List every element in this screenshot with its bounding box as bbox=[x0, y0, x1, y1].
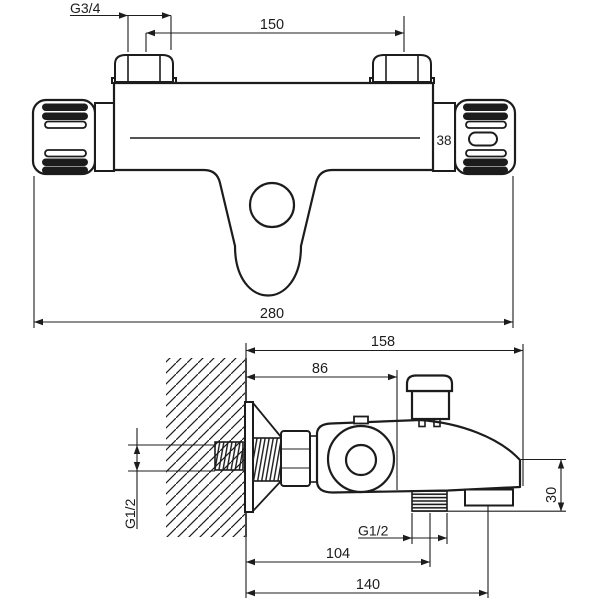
arrow bbox=[395, 29, 404, 37]
hex-nut-outline bbox=[280, 430, 311, 487]
right-knob-grip-6 bbox=[463, 166, 508, 174]
left-nut-body bbox=[114, 54, 174, 83]
escutcheon-cone-top bbox=[252, 402, 282, 438]
arrow bbox=[438, 534, 447, 542]
arrow bbox=[133, 462, 141, 471]
diverter-cap bbox=[405, 374, 454, 393]
arrow bbox=[133, 445, 141, 454]
diverter-knob bbox=[405, 374, 454, 428]
right-knob bbox=[453, 98, 517, 176]
right-knob-grip-4 bbox=[465, 149, 507, 158]
left-knob-grip-4 bbox=[44, 149, 87, 158]
right-knob-grip-1 bbox=[463, 103, 508, 111]
right-knob-grip-3 bbox=[465, 120, 507, 129]
dim-knob-center-depth: 86 bbox=[246, 361, 398, 490]
dim-body-diameter-label: 38 bbox=[436, 133, 451, 148]
diverter-stem bbox=[410, 389, 451, 421]
arrow bbox=[504, 318, 513, 326]
arrow bbox=[246, 373, 255, 381]
left-knob bbox=[31, 98, 97, 176]
arrow bbox=[146, 29, 155, 37]
left-knob-grip-3 bbox=[44, 120, 87, 129]
dim-spout-height-label: 30 bbox=[544, 487, 560, 503]
arrow bbox=[246, 589, 255, 597]
left-knob-grip-5 bbox=[42, 158, 88, 166]
control-knob-button bbox=[344, 443, 378, 477]
aerator bbox=[464, 488, 514, 507]
dim-outlet-thread: G1/2 bbox=[358, 513, 448, 544]
dim-spout-end-depth: 140 bbox=[246, 506, 489, 598]
arrow bbox=[119, 12, 128, 19]
left-knob-grip-1 bbox=[42, 103, 88, 111]
connector-thread bbox=[252, 437, 282, 482]
dim-spout-end-depth-label: 140 bbox=[356, 577, 380, 593]
arrow bbox=[514, 347, 523, 354]
dim-knob-center-depth-label: 86 bbox=[312, 361, 328, 377]
dim-outlet-center-depth-label: 104 bbox=[326, 546, 350, 562]
escutcheon-plate bbox=[244, 401, 254, 513]
left-knob-grip-6 bbox=[42, 166, 88, 174]
dim-outlet-thread-label: G1/2 bbox=[358, 523, 389, 539]
arrow bbox=[557, 502, 565, 512]
arrow bbox=[162, 12, 171, 19]
dim-thread-size-label: G3/4 bbox=[70, 0, 101, 16]
dim-thread-size: G3/4 bbox=[70, 0, 172, 52]
dim-total-depth-label: 158 bbox=[371, 334, 395, 350]
arrow bbox=[557, 459, 565, 469]
left-collar bbox=[94, 102, 115, 172]
knob-index-tab bbox=[353, 415, 369, 425]
dim-overall-width-label: 280 bbox=[260, 306, 284, 322]
arrow bbox=[479, 589, 488, 597]
side-view: 158 86 G1/2 G1/2 bbox=[122, 334, 566, 598]
right-knob-grip-5 bbox=[463, 158, 508, 166]
arrow bbox=[403, 534, 412, 542]
arrow bbox=[246, 347, 255, 354]
left-inlet-nut bbox=[114, 54, 174, 83]
dim-spout-height: 30 bbox=[412, 458, 566, 512]
shower-outlet-thread bbox=[411, 490, 448, 512]
dim-inlet-spacing: 150 bbox=[145, 16, 405, 52]
hex-nut-side bbox=[280, 430, 311, 487]
right-nut-body bbox=[372, 54, 432, 83]
safety-button bbox=[468, 131, 498, 147]
wall-thread bbox=[214, 441, 244, 471]
dim-total-depth: 158 bbox=[246, 334, 524, 486]
right-inlet-nut bbox=[372, 54, 432, 83]
arrow bbox=[388, 373, 397, 381]
right-knob-grip-2 bbox=[463, 112, 508, 120]
dim-wall-thread: G1/2 bbox=[122, 428, 141, 529]
arrow bbox=[246, 558, 255, 566]
dim-overall-width: 280 bbox=[33, 176, 514, 328]
arrow bbox=[34, 318, 43, 326]
front-view: G3/4 150 38 280 bbox=[31, 0, 517, 328]
left-knob-grip-2 bbox=[42, 112, 88, 120]
dim-outlet-center-depth: 104 bbox=[246, 513, 431, 567]
dim-inlet-spacing-label: 150 bbox=[260, 17, 284, 33]
dim-wall-thread-label: G1/2 bbox=[122, 498, 138, 529]
escutcheon-cone-bottom bbox=[252, 480, 282, 512]
spout-mount-hole bbox=[248, 181, 296, 229]
arrow bbox=[421, 558, 430, 566]
